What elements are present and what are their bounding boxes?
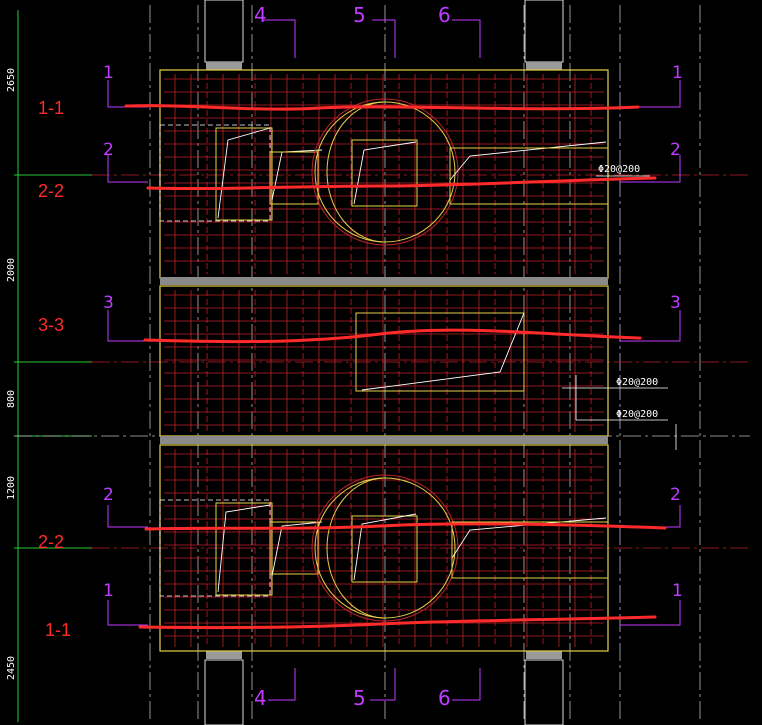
red-center-lines	[92, 174, 750, 549]
dimension-text: 2450	[6, 656, 17, 680]
dimension-text: 2000	[6, 258, 17, 282]
dimension-text: 800	[6, 390, 17, 408]
rebar-note: Φ20@200	[616, 377, 658, 388]
section-label: 2-2	[38, 181, 64, 201]
rebar-leaders	[562, 175, 677, 450]
section-mark: 5	[353, 3, 366, 27]
bottom-pit	[159, 474, 609, 622]
section-mark: 1	[103, 63, 114, 83]
rebar-note: Φ20@200	[616, 409, 658, 420]
section-mark: 6	[438, 3, 451, 27]
rebar-grid	[164, 74, 604, 647]
section-label: 1-1	[38, 98, 64, 118]
rebar-note: Φ20@200	[598, 164, 640, 175]
joint-hatch	[160, 277, 608, 444]
section-mark: 3	[670, 293, 681, 313]
section-mark: 1	[103, 581, 114, 601]
dimension-text: 1200	[6, 476, 17, 500]
section-label: 3-3	[38, 315, 64, 335]
section-mark: 2	[103, 485, 114, 505]
section-mark: 1	[672, 63, 683, 83]
column-hatch	[206, 62, 562, 659]
section-mark: 5	[353, 686, 366, 710]
section-mark: 4	[254, 3, 267, 27]
section-mark: 4	[254, 686, 267, 710]
section-label: 1-1	[45, 620, 71, 640]
top-pit	[159, 98, 609, 246]
section-mark: 6	[438, 686, 451, 710]
section-label: 2-2	[38, 532, 64, 552]
section-mark: 2	[670, 485, 681, 505]
section-mark: 3	[103, 293, 114, 313]
section-mark: 2	[670, 140, 681, 160]
annotation-strokes	[124, 104, 667, 630]
section-mark: 1	[672, 581, 683, 601]
section-mark: 2	[103, 140, 114, 160]
dimension-text: 2650	[6, 68, 17, 92]
